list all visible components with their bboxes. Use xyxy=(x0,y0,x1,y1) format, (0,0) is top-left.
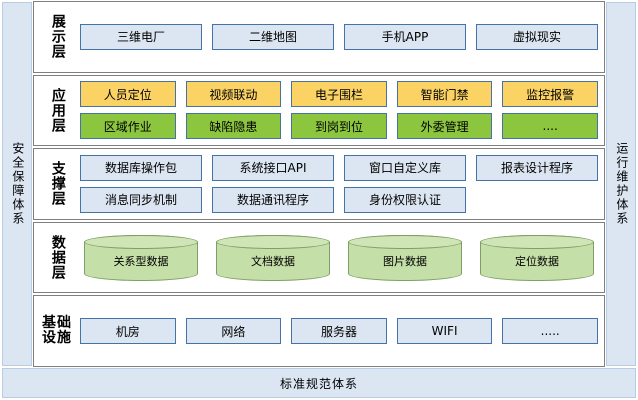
node-personnel-positioning[interactable]: 人员定位 xyxy=(80,81,176,108)
node-window-custom-library[interactable]: 窗口自定义库 xyxy=(344,154,466,181)
cylinder-location-data[interactable]: 定位数据 xyxy=(480,234,594,281)
layer-application-label: 应用层 xyxy=(49,87,66,133)
cylinder-relational-data-label: 关系型数据 xyxy=(113,254,169,268)
layer-data-label-wrap: 数据层 xyxy=(34,223,80,293)
node-3d-power-plant[interactable]: 三维电厂 xyxy=(80,23,202,50)
layer-presentation: 展示层 三维电厂 二维地图 手机APP 虚拟现实 xyxy=(33,1,605,73)
node-on-duty-in-place[interactable]: 到岗到位 xyxy=(291,113,387,140)
node-mobile-app[interactable]: 手机APP xyxy=(344,23,466,50)
layer-data: 数据层 关系型数据 文档数据 xyxy=(33,221,605,294)
layer-support-row-1: 数据库操作包 系统接口API 窗口自定义库 报表设计程序 xyxy=(80,154,598,181)
cylinder-location-data-label: 定位数据 xyxy=(515,254,559,268)
cylinder-document-data[interactable]: 文档数据 xyxy=(216,234,330,281)
cylinder-top-icon xyxy=(216,234,330,249)
cylinder-top-icon xyxy=(480,234,594,249)
node-identity-permission-auth[interactable]: 身份权限认证 xyxy=(344,186,466,213)
layer-presentation-row-1: 三维电厂 二维地图 手机APP 虚拟现实 xyxy=(80,23,598,50)
layer-infrastructure-label: 基础设施 xyxy=(42,315,72,347)
layer-support-label: 支撑层 xyxy=(49,161,66,207)
layer-data-body: 关系型数据 文档数据 图片数据 xyxy=(80,223,604,293)
layer-application-label-wrap: 应用层 xyxy=(34,76,80,146)
layer-application: 应用层 人员定位 视频联动 电子围栏 智能门禁 监控报警 区域作业 缺陷隐患 到… xyxy=(33,74,605,147)
layer-support-body: 数据库操作包 系统接口API 窗口自定义库 报表设计程序 消息同步机制 数据通讯… xyxy=(80,149,604,219)
layer-presentation-label-wrap: 展示层 xyxy=(34,2,80,72)
layer-infrastructure-body: 机房 网络 服务器 WIFI ..... xyxy=(80,296,604,366)
cylinder-top-icon xyxy=(348,234,462,249)
node-report-design-program[interactable]: 报表设计程序 xyxy=(476,154,598,181)
bottom-banner-label: 标准规范体系 xyxy=(279,376,358,391)
cylinder-image-data[interactable]: 图片数据 xyxy=(348,234,462,281)
node-outsourcing-management[interactable]: 外委管理 xyxy=(396,113,493,140)
layer-presentation-body: 三维电厂 二维地图 手机APP 虚拟现实 xyxy=(80,2,604,72)
cylinder-relational-data[interactable]: 关系型数据 xyxy=(84,234,198,281)
layer-infrastructure: 基础设施 机房 网络 服务器 WIFI ..... xyxy=(33,295,605,367)
layer-data-label: 数据层 xyxy=(49,235,66,281)
node-message-sync-mechanism[interactable]: 消息同步机制 xyxy=(80,186,202,213)
node-electronic-fence[interactable]: 电子围栏 xyxy=(291,81,387,108)
node-machine-room[interactable]: 机房 xyxy=(80,318,176,345)
left-pillar-label: 安全保障体系 xyxy=(10,142,25,226)
node-monitoring-alarm[interactable]: 监控报警 xyxy=(502,81,598,108)
layer-stack: 展示层 三维电厂 二维地图 手机APP 虚拟现实 应用层 xyxy=(33,0,605,368)
layer-application-row-2: 区域作业 缺陷隐患 到岗到位 外委管理 .... xyxy=(80,113,598,140)
layer-infrastructure-row-1: 机房 网络 服务器 WIFI ..... xyxy=(80,318,598,345)
node-database-operation-package[interactable]: 数据库操作包 xyxy=(80,154,202,181)
node-2d-map[interactable]: 二维地图 xyxy=(212,23,334,50)
node-area-operation[interactable]: 区域作业 xyxy=(80,113,176,140)
layer-data-row-1: 关系型数据 文档数据 图片数据 xyxy=(80,234,598,281)
left-pillar-security-assurance: 安全保障体系 xyxy=(2,2,32,366)
node-virtual-reality[interactable]: 虚拟现实 xyxy=(476,23,598,50)
right-pillar-label: 运行维护体系 xyxy=(614,142,629,226)
node-infrastructure-more[interactable]: ..... xyxy=(502,318,598,345)
node-system-interface-api[interactable]: 系统接口API xyxy=(212,154,334,181)
cylinder-document-data-label: 文档数据 xyxy=(251,254,295,268)
layer-support: 支撑层 数据库操作包 系统接口API 窗口自定义库 报表设计程序 消息同步机制 … xyxy=(33,148,605,220)
layer-support-row-2: 消息同步机制 数据通讯程序 身份权限认证 xyxy=(80,186,598,213)
layer-application-row-1: 人员定位 视频联动 电子围栏 智能门禁 监控报警 xyxy=(80,81,598,108)
node-video-linkage[interactable]: 视频联动 xyxy=(185,81,282,108)
cylinder-top-icon xyxy=(84,234,198,249)
node-data-communication-program[interactable]: 数据通讯程序 xyxy=(212,186,334,213)
cylinder-image-data-label: 图片数据 xyxy=(383,254,427,268)
layer-presentation-label: 展示层 xyxy=(49,14,66,60)
node-support-spacer xyxy=(476,187,598,213)
right-pillar-operation-maintenance: 运行维护体系 xyxy=(606,2,636,366)
node-smart-access-control[interactable]: 智能门禁 xyxy=(396,81,493,108)
layer-support-label-wrap: 支撑层 xyxy=(34,149,80,219)
bottom-banner-standards-system: 标准规范体系 xyxy=(2,368,636,398)
diagram-body: 安全保障体系 展示层 三维电厂 二维地图 手机APP 虚拟现实 xyxy=(2,0,636,368)
node-wifi[interactable]: WIFI xyxy=(396,318,493,345)
node-application-more[interactable]: .... xyxy=(502,113,598,140)
node-network[interactable]: 网络 xyxy=(185,318,282,345)
layer-infrastructure-label-wrap: 基础设施 xyxy=(34,296,80,366)
node-defect-hazard[interactable]: 缺陷隐患 xyxy=(185,113,282,140)
node-server[interactable]: 服务器 xyxy=(291,318,387,345)
layer-application-body: 人员定位 视频联动 电子围栏 智能门禁 监控报警 区域作业 缺陷隐患 到岗到位 … xyxy=(80,76,604,146)
